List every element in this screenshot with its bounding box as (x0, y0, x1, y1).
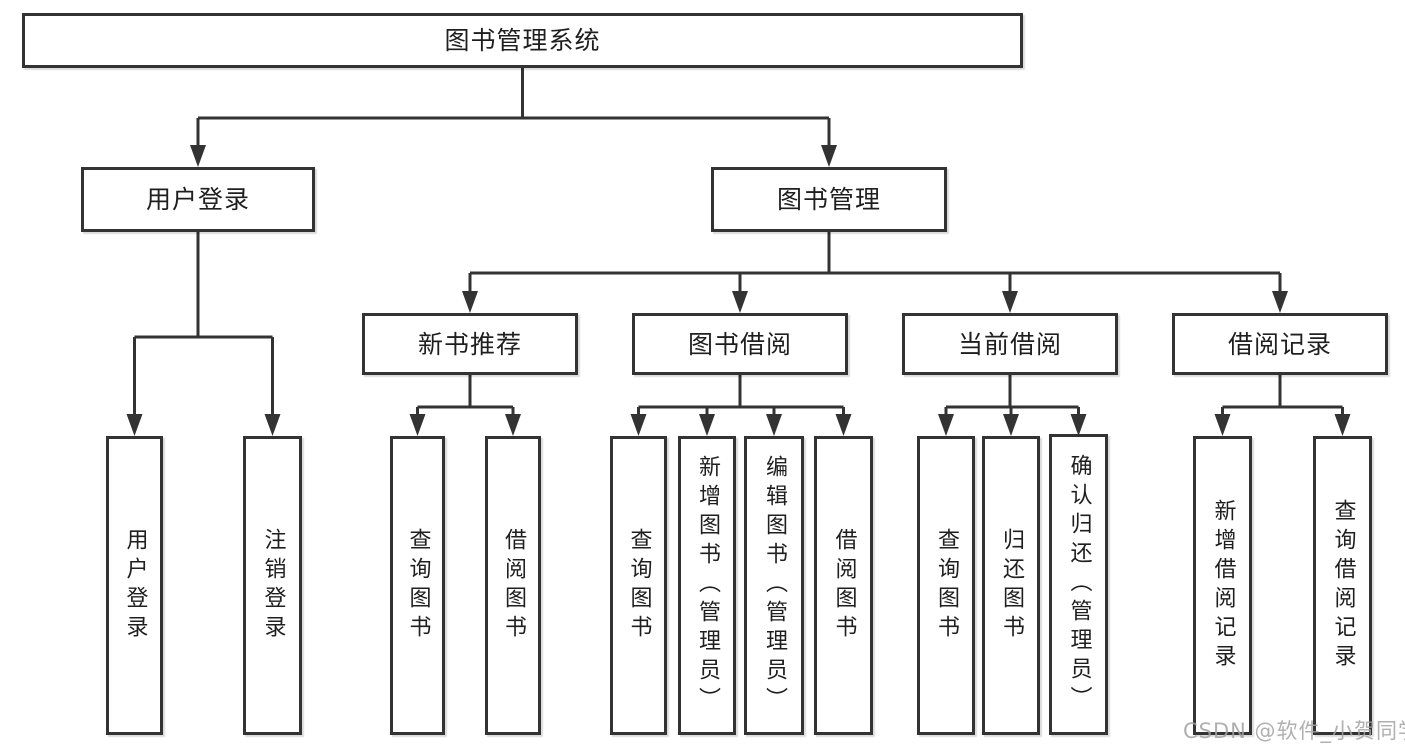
csdn-watermark: CSDN @软件_小贺同学 (1183, 719, 1405, 743)
leaf-label: 新增图书（管理员） (695, 455, 720, 716)
edge-line (133, 232, 274, 414)
arrowhead-icon (835, 414, 852, 436)
edges-user-login-children (126, 232, 281, 436)
leaf-label: 查询图书 (405, 527, 431, 644)
arrowhead-icon (1070, 414, 1087, 436)
node-root-label: 图书管理系统 (444, 26, 601, 55)
node-current-borrow-label: 当前借阅 (957, 329, 1062, 359)
leaf-label: 编辑图书（管理员） (762, 455, 787, 716)
edge-line (416, 375, 515, 414)
leaf-borrow-books-2: 借阅图书 (814, 436, 873, 735)
arrowhead-icon (409, 414, 426, 436)
node-book-mgmt: 图书管理 (711, 167, 947, 232)
arrowhead-icon (732, 291, 748, 313)
edges-root-to-level2 (190, 68, 837, 167)
leaf-label: 借阅图书 (831, 527, 857, 644)
node-book-mgmt-label: 图书管理 (776, 185, 881, 214)
arrowhead-icon (699, 414, 715, 436)
arrowhead-icon (1334, 414, 1351, 436)
leaf-logout: 注销登录 (243, 436, 302, 735)
arrowhead-icon (630, 414, 647, 436)
edge-line (944, 375, 1080, 414)
edge-line (1221, 375, 1344, 414)
edges-current-borrow-children (938, 375, 1087, 436)
edges-book-mgmt-to-level3 (462, 232, 1288, 313)
leaf-label: 查询图书 (626, 527, 652, 644)
edge-line (468, 232, 1282, 291)
edges-borrow-records-children (1214, 375, 1351, 436)
node-borrow-records: 借阅记录 (1172, 313, 1388, 375)
leaf-add-books-admin: 新增图书（管理员） (678, 436, 736, 735)
node-user-login-label: 用户登录 (145, 185, 250, 214)
arrowhead-icon (126, 414, 143, 436)
node-current-borrow: 当前借阅 (902, 313, 1118, 375)
leaf-confirm-return-admin: 确认归还（管理员） (1049, 434, 1108, 735)
arrowhead-icon (1272, 291, 1288, 313)
arrowhead-icon (462, 291, 478, 313)
leaf-query-books-3: 查询图书 (917, 436, 975, 735)
arrowhead-icon (1214, 414, 1231, 436)
leaf-add-borrow-record: 新增借阅记录 (1193, 436, 1252, 735)
edge-line (637, 375, 845, 414)
leaf-label: 新增借阅记录 (1210, 498, 1236, 673)
node-new-book-rec-label: 新书推荐 (417, 329, 522, 359)
leaf-borrow-books-1: 借阅图书 (485, 436, 541, 735)
arrowhead-icon (1003, 414, 1019, 436)
arrowhead-icon (264, 414, 281, 436)
node-new-book-rec: 新书推荐 (362, 313, 578, 375)
arrowhead-icon (766, 414, 782, 436)
leaf-label: 确认归还（管理员） (1066, 454, 1092, 715)
arrowhead-icon (1002, 291, 1018, 313)
edges-new-book-rec-children (409, 375, 521, 436)
node-book-borrow-label: 图书借阅 (687, 329, 792, 359)
arrowhead-icon (938, 414, 954, 436)
leaf-label: 归还图书 (999, 527, 1024, 644)
leaf-label: 用户登录 (122, 527, 148, 644)
leaf-query-books-2: 查询图书 (610, 436, 667, 735)
arrowhead-icon (190, 145, 206, 167)
leaf-edit-books-admin: 编辑图书（管理员） (744, 436, 804, 735)
leaf-label: 借阅图书 (501, 527, 526, 644)
node-root: 图书管理系统 (22, 13, 1023, 68)
node-book-borrow: 图书借阅 (632, 313, 848, 375)
arrowhead-icon (505, 414, 521, 436)
leaf-label: 查询借阅记录 (1330, 498, 1356, 673)
edge-line (196, 68, 831, 145)
leaf-query-borrow-record: 查询借阅记录 (1313, 436, 1372, 735)
leaf-query-books-1: 查询图书 (390, 436, 445, 735)
arrowhead-icon (821, 145, 837, 167)
leaf-user-login: 用户登录 (106, 436, 163, 735)
node-borrow-records-label: 借阅记录 (1227, 329, 1332, 359)
node-user-login: 用户登录 (81, 167, 315, 232)
edges-book-borrow-children (630, 375, 852, 436)
leaf-label: 查询图书 (934, 527, 959, 644)
leaf-label: 注销登录 (260, 527, 286, 644)
leaf-return-books: 归还图书 (982, 436, 1040, 735)
